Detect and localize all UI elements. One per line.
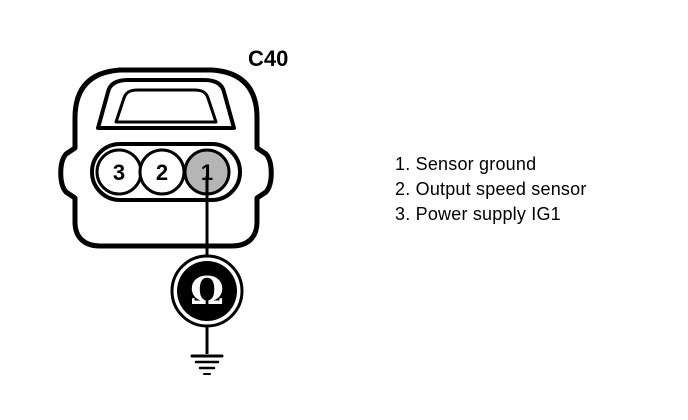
legend-item-pin-2: 2. Output speed sensor xyxy=(395,179,587,199)
pin-2: 2 xyxy=(138,148,186,196)
pin-1: 1 xyxy=(183,148,231,196)
pin-3: 3 xyxy=(95,148,143,196)
ohm-symbol: Ω xyxy=(190,268,224,313)
connector-housing xyxy=(58,67,274,249)
connector-label: C40 xyxy=(248,46,288,71)
ground-icon xyxy=(190,354,224,375)
legend-item-pin-3: 3. Power supply IG1 xyxy=(395,204,561,224)
pin-1-number: 1 xyxy=(201,160,213,185)
ohmmeter-icon: Ω xyxy=(170,254,244,328)
pin-2-number: 2 xyxy=(156,160,168,185)
pin-3-number: 3 xyxy=(113,160,125,185)
pin-legend: 1. Sensor ground 2. Output speed sensor … xyxy=(395,152,587,227)
legend-item-pin-1: 1. Sensor ground xyxy=(395,154,537,174)
